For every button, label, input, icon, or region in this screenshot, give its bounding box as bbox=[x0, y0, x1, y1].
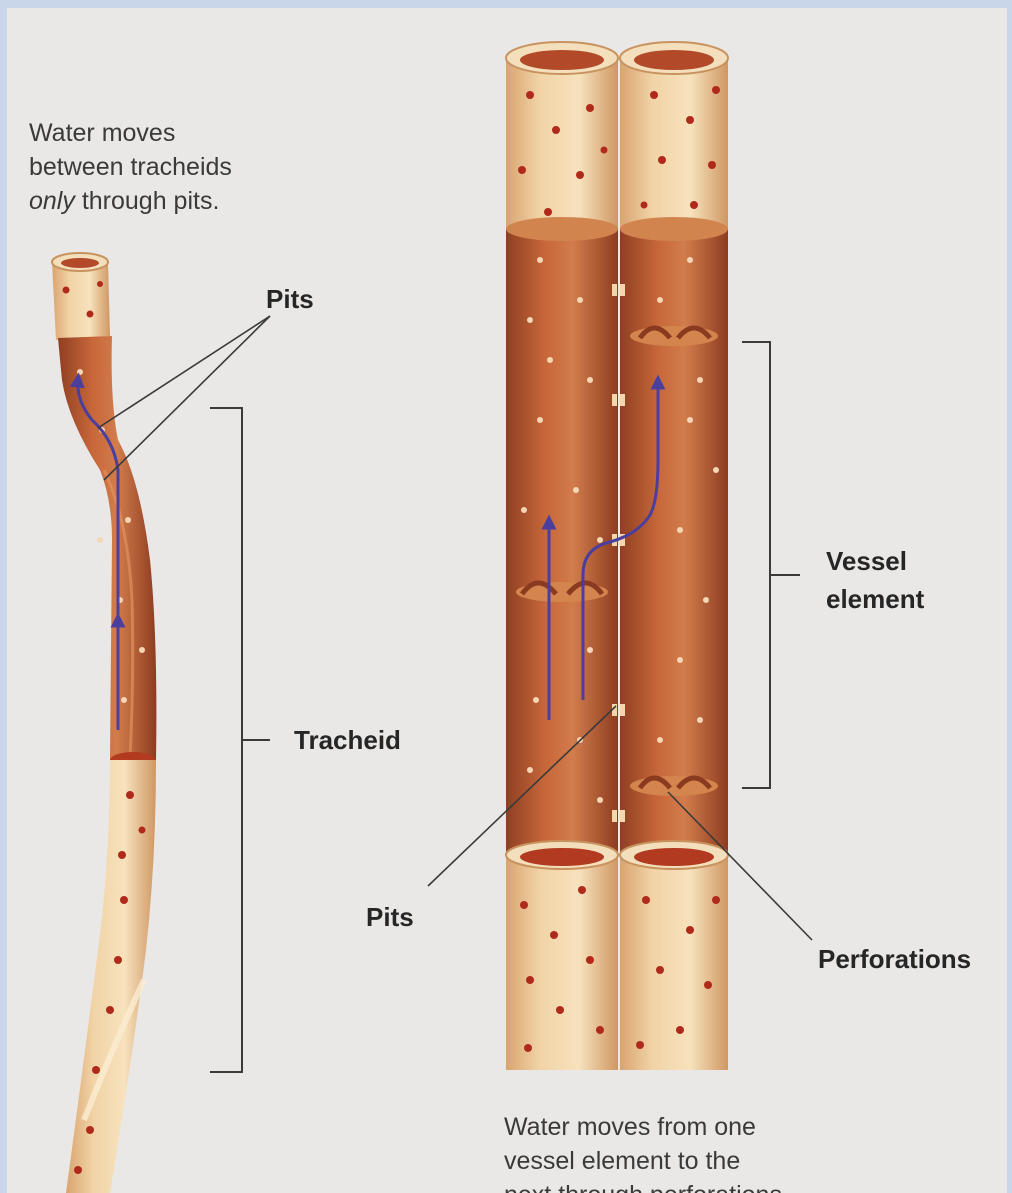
caption-vessel: Water moves from one vessel element to t… bbox=[504, 1110, 789, 1193]
caption-tracheid-line3-rest: through pits. bbox=[75, 187, 220, 215]
tracheid-bracket bbox=[210, 408, 270, 1072]
tracheid-top-segment bbox=[52, 262, 110, 340]
caption-vessel-line1: Water moves from one bbox=[504, 1110, 789, 1144]
label-vessel-element-line2: element bbox=[826, 580, 924, 618]
label-vessel-element-line1: Vessel bbox=[826, 542, 924, 580]
label-vessel-element: Vessel element bbox=[826, 542, 924, 618]
caption-vessel-line2: vessel element to the bbox=[504, 1144, 789, 1178]
caption-vessel-line3: next through perforations. bbox=[504, 1178, 789, 1193]
caption-tracheid: Water moves between tracheids only throu… bbox=[29, 116, 232, 218]
caption-tracheid-emphasis: only bbox=[29, 187, 75, 215]
label-perforations: Perforations bbox=[818, 940, 971, 978]
vessel-element-left-column bbox=[506, 42, 618, 1070]
vessel-element-bracket bbox=[742, 342, 800, 788]
label-tracheid: Tracheid bbox=[294, 721, 401, 759]
label-pits-bottom: Pits bbox=[366, 898, 414, 936]
label-pits-top: Pits bbox=[266, 280, 314, 318]
vessel-element-right-column bbox=[620, 42, 728, 1070]
tracheid-cell bbox=[52, 253, 270, 1193]
caption-tracheid-line3: only through pits. bbox=[29, 184, 232, 218]
caption-tracheid-line1: Water moves bbox=[29, 116, 232, 150]
caption-tracheid-line2: between tracheids bbox=[29, 150, 232, 184]
tracheid-bottom-segment bbox=[66, 760, 156, 1193]
